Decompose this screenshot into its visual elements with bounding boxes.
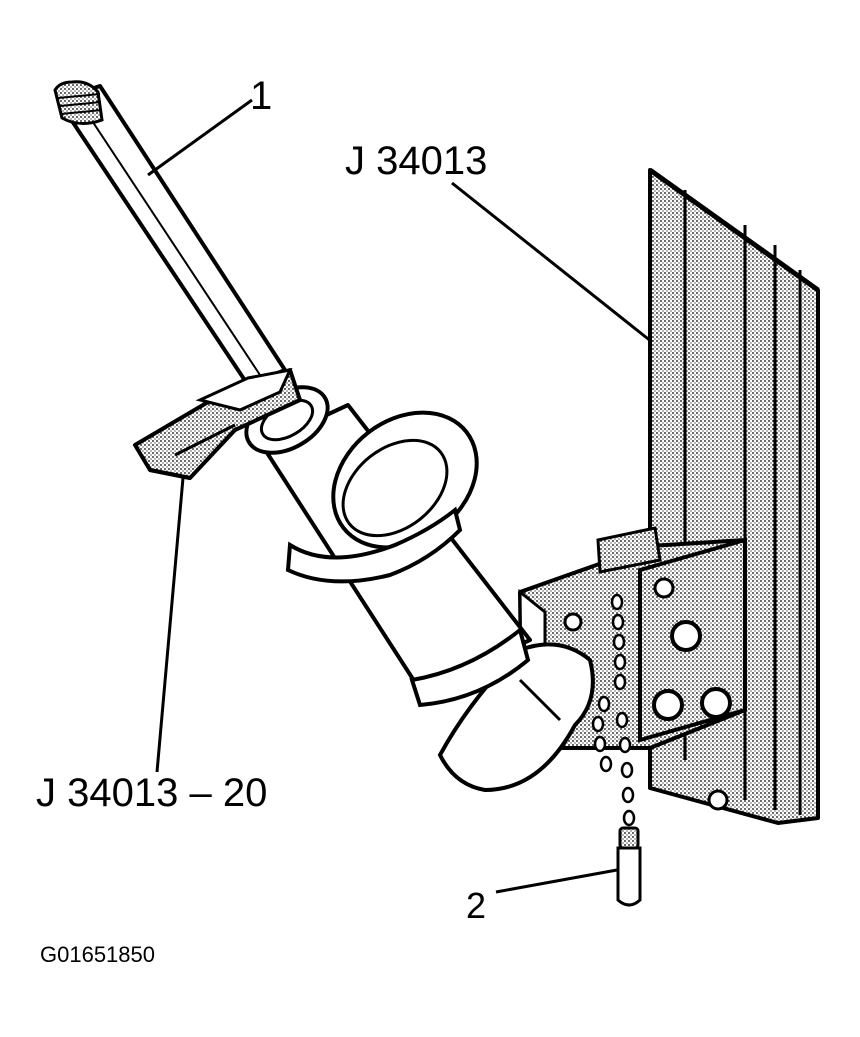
adapter-j34013-20 <box>133 367 302 480</box>
leader-part-2 <box>495 868 618 894</box>
strut-assembly <box>53 80 595 793</box>
pin-chain <box>591 593 636 827</box>
callout-tool-adapter: J 34013 – 20 <box>36 771 268 815</box>
callout-tool-main: J 34013 <box>345 139 488 183</box>
leader-part-1 <box>147 98 253 177</box>
callout-part-1: 1 <box>250 74 273 118</box>
figure-id: G01651850 <box>40 942 155 967</box>
leader-lines <box>147 98 653 894</box>
leader-tool-main <box>451 181 653 344</box>
callout-part-2: 2 <box>466 885 487 926</box>
leader-tool-adapter <box>155 477 185 773</box>
retaining-pin <box>616 826 642 907</box>
